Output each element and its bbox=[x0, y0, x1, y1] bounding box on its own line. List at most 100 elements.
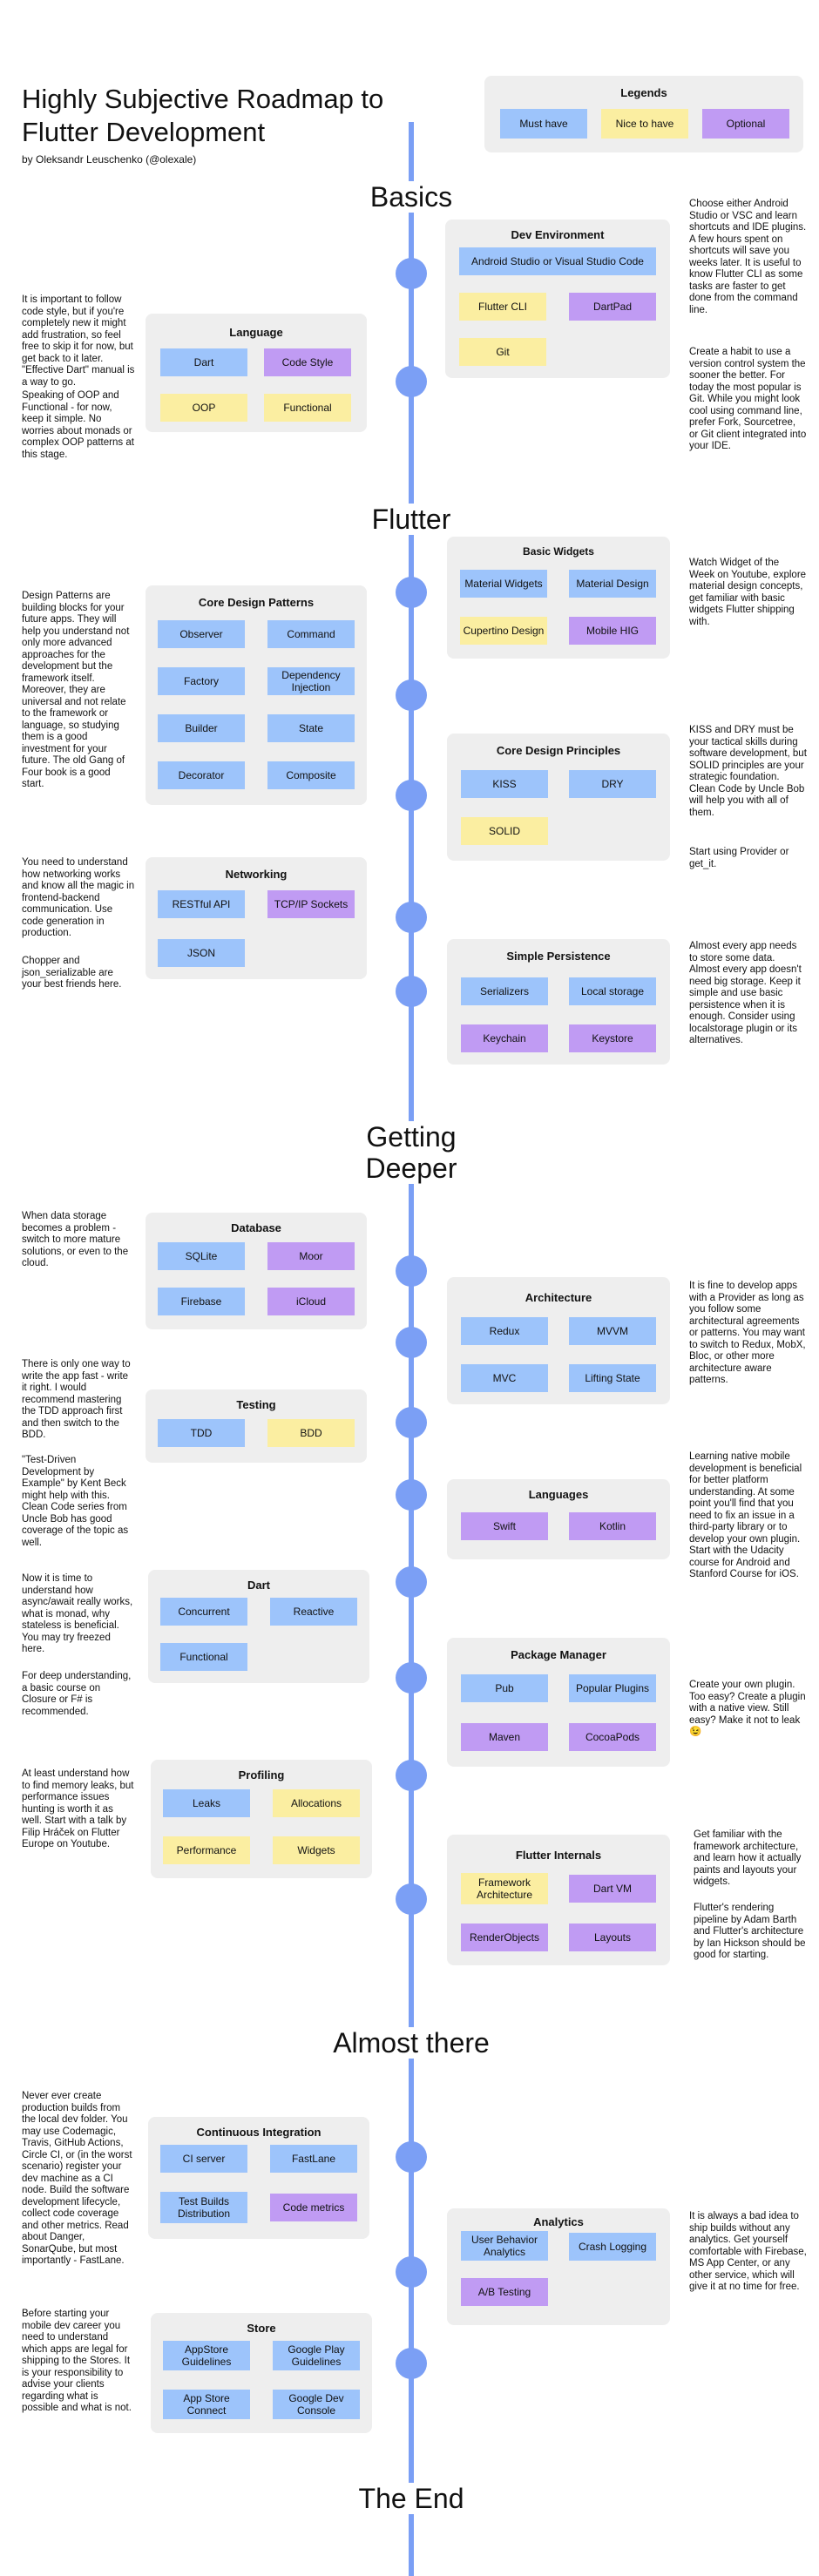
item-keystore: Keystore bbox=[569, 1024, 656, 1052]
card-profiling: Profiling Leaks Allocations Performance … bbox=[151, 1760, 372, 1878]
card-title: Dart bbox=[247, 1579, 270, 1592]
author-byline: by Oleksandr Leuschenko (@olexale) bbox=[22, 153, 197, 166]
node-analytics bbox=[396, 2256, 427, 2288]
card-continuous-integration: Continuous Integration CI server FastLan… bbox=[148, 2117, 369, 2239]
note-core-design-patterns: Design Patterns are building blocks for … bbox=[22, 591, 130, 789]
card-basic-widgets: Basic Widgets Material Widgets Material … bbox=[447, 537, 670, 659]
card-title: Core Design Patterns bbox=[198, 596, 315, 609]
note-architecture: It is fine to develop apps with a Provid… bbox=[689, 1281, 806, 1385]
node-store bbox=[396, 2348, 427, 2379]
note-simple-persistence: Almost every app needs to store some dat… bbox=[689, 941, 802, 1045]
card-title: Basic Widgets bbox=[523, 545, 594, 558]
item-dependency-injection: Dependency Injection bbox=[267, 667, 355, 695]
card-database: Database SQLite Moor Firebase iCloud bbox=[146, 1213, 367, 1329]
card-languages: Languages Swift Kotlin bbox=[447, 1479, 670, 1559]
card-title: Simple Persistence bbox=[506, 950, 611, 963]
item-kiss: KISS bbox=[461, 770, 548, 798]
legend-must-have: Must have bbox=[500, 109, 587, 139]
item-flutter-cli: Flutter CLI bbox=[459, 293, 546, 321]
card-store: Store AppStore Guidelines Google Play Gu… bbox=[151, 2313, 372, 2433]
card-title: Core Design Principles bbox=[496, 744, 621, 757]
note-package-manager: Create your own plugin. Too easy? Create… bbox=[689, 1680, 806, 1737]
legend-title: Legends bbox=[620, 86, 667, 99]
node-profiling bbox=[396, 1760, 427, 1791]
node-database bbox=[396, 1255, 427, 1287]
item-allocations: Allocations bbox=[273, 1789, 360, 1817]
item-material-widgets: Material Widgets bbox=[460, 570, 547, 598]
item-icloud: iCloud bbox=[267, 1288, 355, 1315]
item-concurrent: Concurrent bbox=[160, 1598, 247, 1626]
item-functional: Functional bbox=[160, 1643, 247, 1671]
item-builder: Builder bbox=[158, 714, 245, 742]
item-crash-logging: Crash Logging bbox=[569, 2233, 656, 2261]
card-title: Store bbox=[247, 2322, 276, 2335]
card-title: Database bbox=[231, 1221, 281, 1234]
note-continuous-integration: Never ever create production builds from… bbox=[22, 2091, 132, 2266]
node-core-principles bbox=[396, 780, 427, 811]
item-user-behavior-analytics: User Behavior Analytics bbox=[461, 2231, 548, 2261]
item-tcp-ip-sockets: TCP/IP Sockets bbox=[267, 890, 355, 918]
item-ide: Android Studio or Visual Studio Code bbox=[459, 247, 656, 275]
card-language: Language Dart Code Style OOP Functional bbox=[146, 314, 367, 432]
node-internals bbox=[396, 1883, 427, 1915]
card-title: Analytics bbox=[533, 2215, 584, 2228]
item-command: Command bbox=[267, 620, 355, 648]
item-tdd: TDD bbox=[158, 1419, 245, 1447]
card-title: Package Manager bbox=[511, 1648, 606, 1661]
item-dry: DRY bbox=[569, 770, 656, 798]
card-title: Language bbox=[229, 326, 283, 339]
card-title: Dev Environment bbox=[511, 228, 605, 241]
item-composite: Composite bbox=[267, 761, 355, 789]
note-languages: Learning native mobile development is be… bbox=[689, 1451, 802, 1579]
item-restful-api: RESTful API bbox=[158, 890, 245, 918]
item-decorator: Decorator bbox=[158, 761, 245, 789]
card-title: Continuous Integration bbox=[196, 2126, 322, 2139]
item-pub: Pub bbox=[461, 1674, 548, 1702]
node-languages bbox=[396, 1479, 427, 1511]
note-dart-2: For deep understanding, a basic course o… bbox=[22, 1671, 132, 1717]
node-networking bbox=[396, 902, 427, 933]
card-title: Languages bbox=[528, 1488, 589, 1501]
note-language: It is important to follow code style, bu… bbox=[22, 294, 135, 388]
item-ab-testing: A/B Testing bbox=[461, 2278, 548, 2306]
note-testing: There is only one way to write the app f… bbox=[22, 1359, 131, 1440]
item-factory: Factory bbox=[158, 667, 245, 695]
note-chopper: Chopper and json_serializable are your b… bbox=[22, 956, 122, 990]
card-networking: Networking RESTful API TCP/IP Sockets JS… bbox=[146, 857, 367, 979]
item-moor: Moor bbox=[267, 1242, 355, 1270]
item-json: JSON bbox=[158, 939, 245, 967]
node-core-patterns bbox=[396, 679, 427, 711]
card-dart: Dart Concurrent Reactive Functional bbox=[148, 1570, 369, 1683]
item-app-store-connect: App Store Connect bbox=[163, 2390, 250, 2419]
node-dart bbox=[396, 1566, 427, 1598]
node-testing bbox=[396, 1407, 427, 1438]
item-material-design: Material Design bbox=[569, 570, 656, 598]
node-language bbox=[396, 366, 427, 397]
card-title: Architecture bbox=[525, 1291, 592, 1304]
item-mvc: MVC bbox=[461, 1364, 548, 1392]
card-title: Networking bbox=[225, 868, 288, 881]
item-oop: OOP bbox=[160, 394, 247, 422]
item-layouts: Layouts bbox=[569, 1924, 656, 1951]
card-testing: Testing TDD BDD bbox=[146, 1389, 367, 1463]
item-ci-server: CI server bbox=[160, 2145, 247, 2173]
section-flutter: Flutter bbox=[324, 504, 498, 535]
card-simple-persistence: Simple Persistence Serializers Local sto… bbox=[447, 939, 670, 1065]
note-store: Before starting your mobile dev career y… bbox=[22, 2309, 132, 2413]
card-flutter-internals: Flutter Internals Framework Architecture… bbox=[447, 1835, 670, 1965]
item-framework-architecture: Framework Architecture bbox=[461, 1873, 548, 1904]
note-profiling: At least understand how to find memory l… bbox=[22, 1768, 134, 1849]
page-title: Highly Subjective Roadmap to Flutter Dev… bbox=[22, 84, 384, 147]
section-basics: Basics bbox=[324, 181, 498, 213]
note-provider: Start using Provider or get_it. bbox=[689, 847, 789, 869]
item-sqlite: SQLite bbox=[158, 1242, 245, 1270]
item-code-style: Code Style bbox=[264, 348, 351, 376]
node-ci bbox=[396, 2141, 427, 2173]
item-serializers: Serializers bbox=[461, 977, 548, 1005]
item-swift: Swift bbox=[461, 1512, 548, 1540]
item-cupertino-design: Cupertino Design bbox=[460, 617, 547, 645]
card-analytics: Analytics User Behavior Analytics Crash … bbox=[447, 2208, 670, 2325]
note-dart: Now it is time to understand how async/a… bbox=[22, 1573, 133, 1654]
note-analytics: It is always a bad idea to ship builds w… bbox=[689, 2211, 807, 2292]
node-persistence bbox=[396, 976, 427, 1007]
